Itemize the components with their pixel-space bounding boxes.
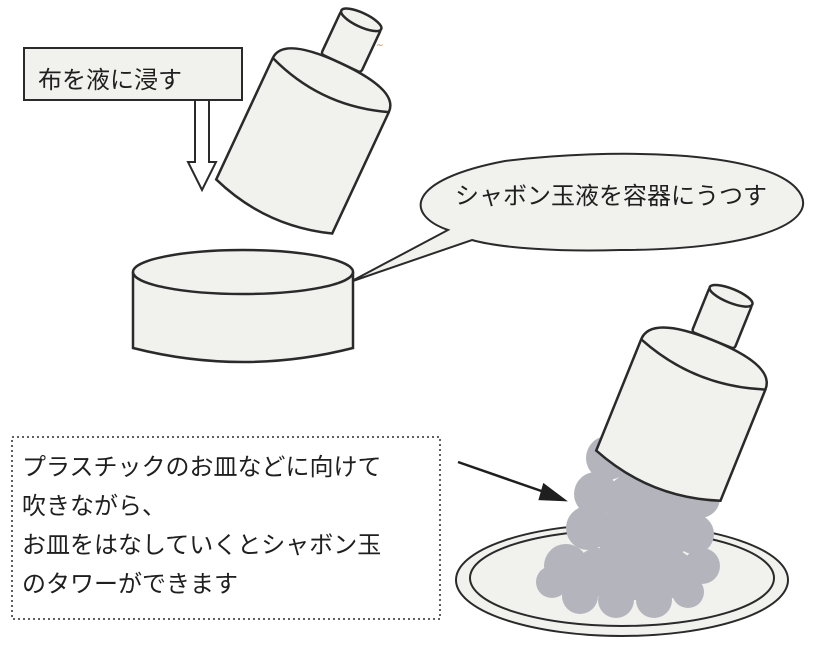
down-arrow-icon bbox=[186, 99, 218, 193]
container bbox=[131, 248, 355, 364]
note-line-1: プラスチックのお皿などに向けて bbox=[22, 453, 382, 481]
speech-bubble bbox=[349, 152, 805, 283]
note-line-2: 吹きながら、 bbox=[22, 492, 166, 520]
bottle-bottom bbox=[594, 283, 768, 503]
instruction-note: プラスチックのお皿などに向けて 吹きながら、 お皿をはなしていくとシャボン玉 の… bbox=[22, 448, 382, 604]
note-line-4: のタワーができます bbox=[22, 570, 238, 598]
soak-cloth-label: 布を液に浸す bbox=[38, 66, 182, 94]
pointer-arrow-icon bbox=[457, 460, 568, 502]
stray-mark: ~ bbox=[376, 41, 384, 51]
bottle-top bbox=[214, 7, 392, 235]
pour-liquid-label: シャボン玉液を容器にうつす bbox=[455, 182, 767, 210]
soak-label-box bbox=[23, 47, 243, 101]
note-line-3: お皿をはなしていくとシャボン玉 bbox=[22, 531, 382, 559]
